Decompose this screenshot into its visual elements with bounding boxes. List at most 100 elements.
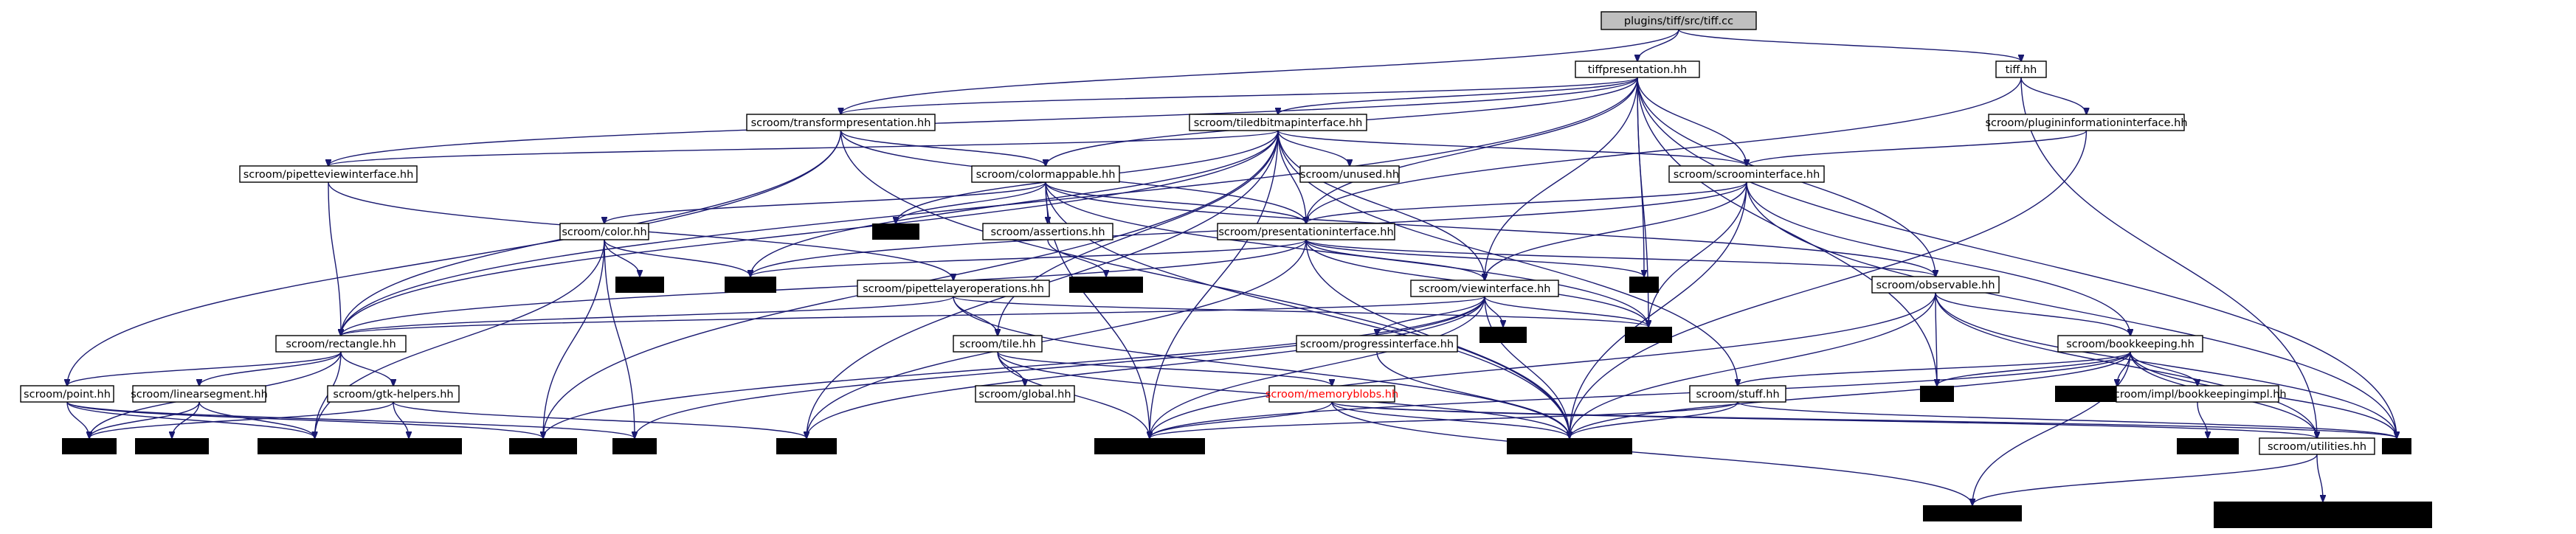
- node-box-point: [20, 385, 114, 403]
- node-unused[interactable]: scroom/unused.hh: [1299, 165, 1400, 183]
- node-colormappable[interactable]: scroom/colormappable.hh: [971, 165, 1120, 183]
- node-scroomif[interactable]: scroom/scroominterface.hh: [1668, 165, 1825, 183]
- edge-tiledbmp-to-unused: [1277, 130, 1350, 166]
- edge-viewif-to-weakptr: [1150, 296, 1485, 438]
- node-linearseg[interactable]: scroom/linearsegment.hh: [131, 385, 268, 403]
- node-box-gdk: [509, 438, 577, 454]
- node-progressif[interactable]: scroom/progressinterface.hh: [1296, 335, 1458, 353]
- edge-colormappable-to-presif: [1045, 181, 1306, 223]
- node-transform[interactable]: scroom/transformpresentation.hh: [746, 114, 936, 131]
- node-box-map: [1920, 386, 1954, 402]
- node-label-stdexcept: stdexcept: [2181, 441, 2234, 453]
- edge-viewif-to-progressif: [1377, 296, 1485, 336]
- node-label-typetraits: type_traits: [143, 441, 200, 453]
- node-point[interactable]: scroom/point.hh: [20, 385, 114, 403]
- edge-stuff-to-sharedptr: [1570, 401, 1738, 438]
- node-cmath: cmath: [612, 438, 657, 454]
- edge-tiffpres-to-list: [1637, 77, 2397, 438]
- node-rectangle[interactable]: scroom/rectangle.hh: [275, 335, 407, 353]
- node-stuff[interactable]: scroom/stuff.hh: [1689, 385, 1786, 403]
- node-label-bkimpl: scroom/impl/bookkeepingimpl.hh: [2108, 389, 2286, 400]
- edge-scroomif-to-list: [1746, 181, 2397, 438]
- node-box-utilities: [2259, 437, 2375, 455]
- edges-layer: [66, 29, 2397, 505]
- edge-pipettelayer-to-sharedptr: [953, 296, 1570, 438]
- node-label-cstdint: cstdint: [621, 280, 658, 291]
- node-plugininfo[interactable]: scroom/plugininformationinterface.hh: [1985, 114, 2188, 131]
- node-color[interactable]: scroom/color.hh: [559, 223, 649, 240]
- node-sharedptr: boost/shared_ptr.hpp: [1507, 438, 1632, 454]
- edge-viewif-to-rectangle: [341, 296, 1485, 336]
- node-tiffpres[interactable]: tiffpresentation.hh: [1575, 60, 1700, 78]
- edge-rectangle-to-gtkhelpers: [340, 351, 393, 386]
- edge-presif-to-viewif: [1305, 239, 1485, 280]
- node-operators: boost/operators.hpp: [258, 438, 372, 454]
- node-typetraits: type_traits: [135, 438, 209, 454]
- edge-gtkhelpers-to-function: [393, 401, 409, 438]
- node-label-list: list: [2389, 441, 2405, 453]
- edge-rectangle-to-linearseg: [199, 351, 342, 386]
- edge-presif-to-set: [1305, 239, 1644, 277]
- node-label-presif: scroom/presentationinterface.hh: [1218, 226, 1393, 238]
- node-label-tiledbmp: scroom/tiledbitmapinterface.hh: [1194, 117, 1363, 129]
- node-pipettelayer[interactable]: scroom/pipettelayeroperations.hh: [857, 280, 1050, 297]
- edge-linearseg-to-ostream: [89, 401, 200, 438]
- node-label-pipettelayer: scroom/pipettelayeroperations.hh: [863, 283, 1044, 295]
- node-box-vector: [872, 223, 919, 240]
- node-label-observable: scroom/observable.hh: [1876, 280, 1995, 291]
- node-gtkhelpers[interactable]: scroom/gtk-helpers.hh: [327, 385, 460, 403]
- edge-tiffhh-to-plugininfo: [2020, 77, 2087, 114]
- edge-tile-to-memblobs: [997, 351, 1332, 386]
- node-label-tile: scroom/tile.hh: [959, 339, 1036, 350]
- edge-tiffpres-to-transform: [841, 77, 1638, 114]
- node-box-cairo: [725, 277, 776, 293]
- edge-bookkeeping-to-weakptr: [1150, 351, 2131, 438]
- node-label-weakptr: boost/weak_ptr.hpp: [1097, 441, 1202, 453]
- node-bkimpl[interactable]: scroom/impl/bookkeepingimpl.hh: [2108, 385, 2287, 403]
- node-box-tiffpres: [1575, 60, 1700, 78]
- node-assertions[interactable]: scroom/assertions.hh: [982, 223, 1113, 240]
- edge-viewif-to-stdlib: [1484, 296, 1503, 327]
- edge-observable-to-weakptr: [1150, 292, 1936, 438]
- edge-rectangle-to-point: [67, 351, 342, 386]
- node-tile[interactable]: scroom/tile.hh: [953, 335, 1043, 353]
- edge-colormappable-to-observable: [1045, 181, 1936, 277]
- edge-progressif-to-sharedptr: [1376, 351, 1570, 438]
- node-box-unused: [1299, 165, 1400, 183]
- node-viewif[interactable]: scroom/viewinterface.hh: [1410, 280, 1559, 297]
- edge-bkimpl-to-stdexcept: [2197, 401, 2208, 438]
- node-label-gdk: gdk/gdk.h: [517, 441, 570, 453]
- edge-tiffpres-to-tiledbmp: [1278, 77, 1638, 114]
- edge-viewif-to-gdk: [543, 296, 1485, 438]
- edge-transform-to-point: [67, 130, 842, 386]
- node-box-gtkhelpers: [327, 385, 460, 403]
- edge-linearseg-to-typetraits: [172, 401, 200, 438]
- edge-presif-to-gtk: [807, 239, 1307, 438]
- node-box-assertions: [982, 223, 1113, 240]
- edge-linearseg-to-operators: [198, 401, 315, 438]
- node-utilities[interactable]: scroom/utilities.hh: [2259, 437, 2375, 455]
- node-memblobs[interactable]: scroom/memoryblobs.hh: [1265, 385, 1398, 403]
- node-observable[interactable]: scroom/observable.hh: [1871, 276, 2000, 294]
- edge-tiffpres-to-scroomif: [1637, 77, 1747, 166]
- node-tiffhh[interactable]: tiff.hh: [1995, 60, 2047, 78]
- edge-memblobs-to-thread: [1331, 401, 1972, 505]
- edge-color-to-gdk: [543, 239, 605, 438]
- edge-tiffpres-to-rectangle: [341, 77, 1638, 336]
- node-thread: boost/thread.hpp: [1923, 505, 2022, 521]
- node-global[interactable]: scroom/global.hh: [975, 385, 1075, 403]
- node-gtk: gtk/gtk.h: [776, 438, 837, 454]
- node-box-tiledbmp: [1189, 114, 1367, 131]
- node-tiledbmp[interactable]: scroom/tiledbitmapinterface.hh: [1189, 114, 1367, 131]
- node-tiff_cc[interactable]: plugins/tiff/src/tiff.cc: [1600, 11, 1757, 30]
- node-box-ostream: [62, 438, 117, 454]
- edge-viewif-to-string: [1484, 296, 1648, 327]
- node-bookkeeping[interactable]: scroom/bookkeeping.hh: [2057, 335, 2203, 353]
- node-label-cmath: cmath: [618, 441, 652, 453]
- edge-tiledbmp-to-presif: [1277, 130, 1306, 223]
- edge-point-to-operators: [66, 401, 315, 438]
- node-cairo: cairo.h: [725, 277, 776, 293]
- node-box-cstdint: [615, 277, 664, 293]
- node-pipette[interactable]: scroom/pipetteviewinterface.hh: [239, 165, 418, 183]
- node-presif[interactable]: scroom/presentationinterface.hh: [1217, 223, 1395, 240]
